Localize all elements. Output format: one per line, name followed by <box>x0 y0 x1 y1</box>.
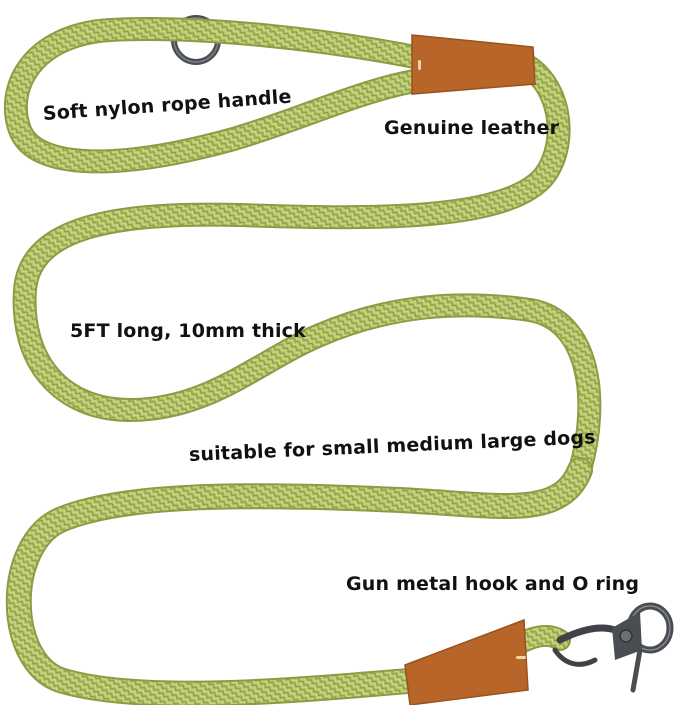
snap-hook-icon <box>552 602 674 693</box>
label-genuine-leather: Genuine leather <box>384 117 560 139</box>
rope <box>4 17 602 705</box>
leather-sleeve-top <box>411 34 536 95</box>
label-hook-ring: Gun metal hook and O ring <box>346 573 640 595</box>
leather-sleeve-bottom <box>404 618 529 705</box>
label-length-thickness: 5FT long, 10mm thick <box>70 320 306 342</box>
